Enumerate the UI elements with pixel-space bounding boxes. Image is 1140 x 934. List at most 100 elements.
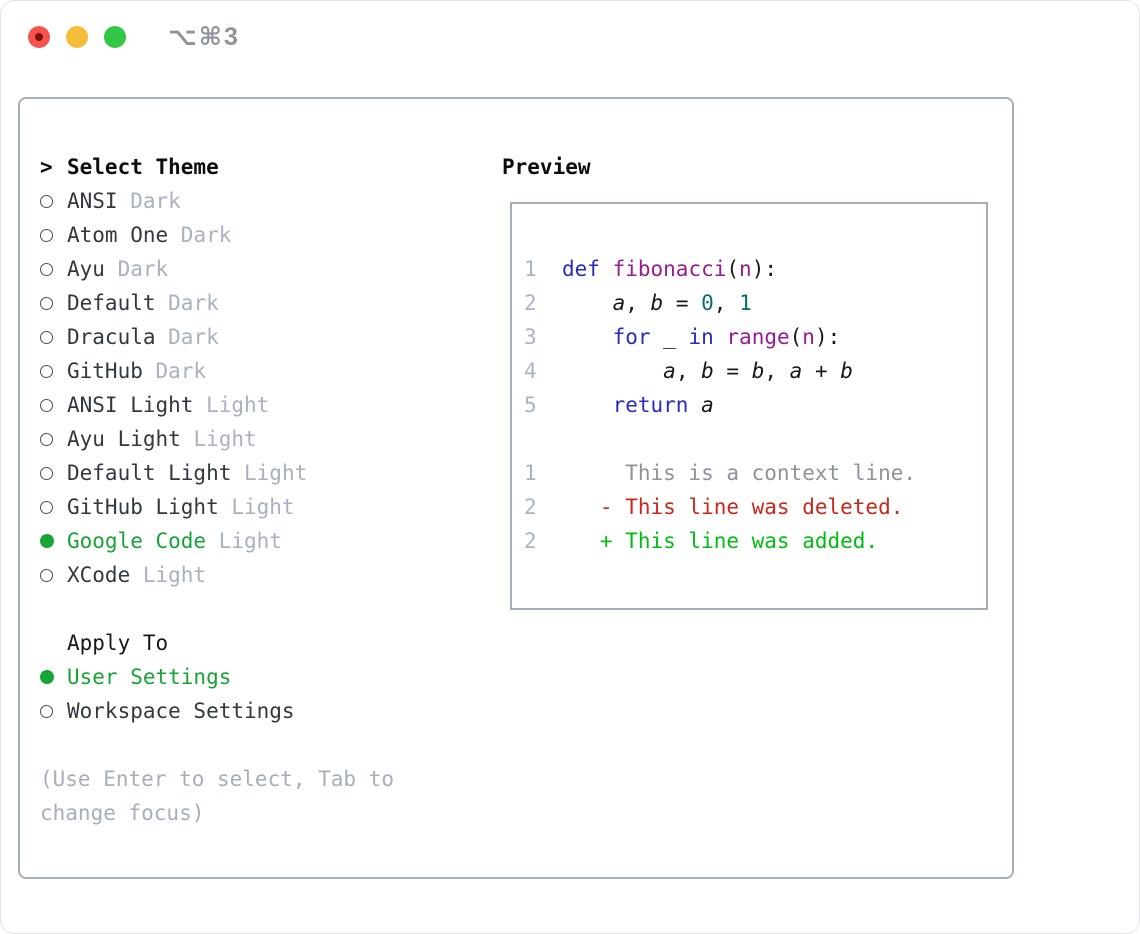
apply-option[interactable]: User Settings: [40, 660, 480, 694]
theme-variant: Light: [231, 461, 308, 485]
code-segment-pl: (: [789, 325, 803, 349]
apply-option-label: User Settings: [67, 665, 232, 689]
apply-option[interactable]: Workspace Settings: [40, 694, 480, 728]
code-segment-pl: ,: [764, 359, 790, 383]
radio-slot: [40, 364, 67, 378]
theme-item[interactable]: Atom One Dark: [40, 218, 480, 252]
code-segment-lit: 0: [701, 291, 714, 315]
theme-item[interactable]: Google Code Light: [40, 524, 480, 558]
theme-item[interactable]: Dracula Dark: [40, 320, 480, 354]
theme-item[interactable]: Ayu Dark: [40, 252, 480, 286]
theme-name: Default: [67, 291, 156, 315]
code-segment-pl: =: [663, 291, 702, 315]
code-line: 1 def fibonacci(n):: [524, 252, 986, 286]
maximize-button[interactable]: [104, 26, 126, 48]
code-text: for _ in range(n):: [562, 325, 841, 349]
code-text: - This line was deleted.: [562, 495, 903, 519]
code-segment-del: - This line was deleted.: [562, 495, 904, 519]
theme-variant: Dark: [168, 223, 232, 247]
select-theme-header: Select Theme: [67, 155, 219, 179]
theme-name: GitHub: [67, 359, 143, 383]
theme-variant: Dark: [155, 291, 219, 315]
line-number: 4: [524, 359, 537, 383]
code-segment-pl: [714, 325, 727, 349]
code-segment-pl: [600, 257, 613, 281]
radio-icon: [40, 194, 53, 208]
theme-variant: Light: [180, 427, 257, 451]
radio-selected-icon: [40, 534, 54, 548]
code-segment-var: b: [701, 359, 714, 383]
radio-icon: [40, 432, 53, 446]
theme-item[interactable]: Default Dark: [40, 286, 480, 320]
code-segment-pl: =: [713, 359, 752, 383]
preview-header: Preview: [502, 155, 591, 179]
theme-item[interactable]: ANSI Light Light: [40, 388, 480, 422]
code-segment-var: b: [751, 359, 765, 383]
code-segment-tp: n: [739, 257, 752, 281]
cursor-icon: >: [40, 155, 53, 179]
code-text: def fibonacci(n):: [562, 257, 777, 281]
theme-item[interactable]: Ayu Light Light: [40, 422, 480, 456]
theme-item[interactable]: XCode Light: [40, 558, 480, 592]
radio-slot: [40, 466, 67, 480]
theme-variant: Dark: [142, 359, 207, 383]
code-segment-var: b: [840, 359, 853, 383]
line-number: 1: [524, 257, 537, 281]
theme-item[interactable]: Default Light Light: [40, 456, 480, 490]
radio-icon: [40, 568, 53, 582]
theme-name: ANSI Light: [67, 393, 194, 417]
select-theme-header-row: > Select Theme: [40, 150, 480, 184]
code-segment-ctx: This is a context line.: [562, 461, 917, 485]
code-segment-var: a: [612, 291, 626, 315]
code-segment-kw: def: [562, 257, 600, 281]
code-segment-add: + This line was added.: [562, 529, 879, 553]
theme-variant: Light: [218, 495, 295, 519]
code-segment-fn: fibonacci: [612, 257, 727, 281]
code-segment-pl: +: [802, 359, 841, 383]
line-number: 3: [524, 325, 537, 349]
theme-item[interactable]: GitHub Light Light: [40, 490, 480, 524]
theme-variant: Dark: [117, 189, 181, 213]
line-number: 2: [524, 529, 537, 553]
code-segment-pl: [562, 393, 613, 417]
code-segment-pl: [562, 291, 613, 315]
code-line: 5 return a: [524, 388, 986, 422]
code-segment-var: a: [789, 359, 803, 383]
code-line: 2 - This line was deleted.: [524, 490, 986, 524]
theme-variant: Dark: [155, 325, 219, 349]
radio-icon: [40, 398, 53, 412]
code-segment-pl: [562, 325, 613, 349]
close-button[interactable]: [28, 26, 50, 48]
theme-item[interactable]: GitHub Dark: [40, 354, 480, 388]
radio-icon: [40, 466, 53, 480]
help-text: (Use Enter to select, Tab to change focu…: [40, 767, 395, 825]
theme-item[interactable]: ANSI Dark: [40, 184, 480, 218]
theme-name: Ayu: [67, 257, 105, 281]
minimize-button[interactable]: [66, 26, 88, 48]
code-segment-pl: ):: [751, 257, 777, 281]
code-line: 1 This is a context line.: [524, 456, 986, 490]
code-line: 3 for _ in range(n):: [524, 320, 986, 354]
code-segment-pl: ,: [625, 291, 651, 315]
theme-name: Default Light: [67, 461, 232, 485]
radio-icon: [40, 228, 53, 242]
line-number: 1: [524, 461, 537, 485]
line-number: 5: [524, 393, 537, 417]
radio-slot: [40, 704, 67, 718]
apply-to-header: Apply To: [67, 631, 169, 655]
line-number: 2: [524, 495, 537, 519]
code-segment-fn: range: [726, 325, 790, 349]
code-text: a, b = b, a + b: [562, 359, 853, 383]
theme-name: Dracula: [67, 325, 156, 349]
code-text: + This line was added.: [562, 529, 878, 553]
theme-name: GitHub Light: [67, 495, 219, 519]
theme-name: Atom One: [67, 223, 169, 247]
theme-name: Google Code: [67, 529, 207, 553]
code-segment-pl: ):: [814, 325, 841, 349]
radio-icon: [40, 330, 53, 344]
code-segment-pl: ,: [675, 359, 702, 383]
